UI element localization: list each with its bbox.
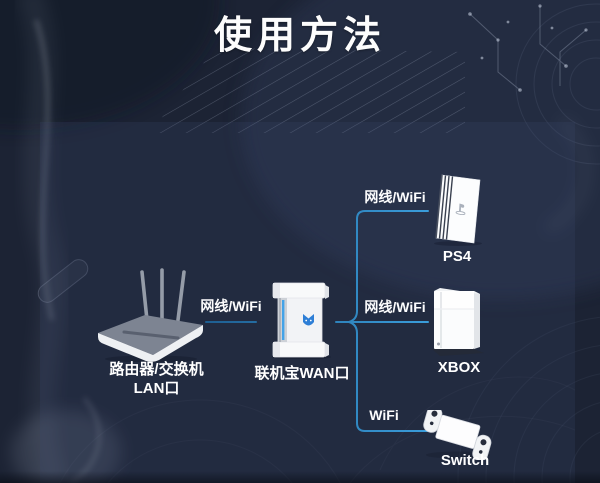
lianjibao-icon bbox=[272, 282, 331, 359]
page-title: 使用方法 bbox=[213, 15, 386, 57]
router-label-line1: 路由器/交换机 bbox=[109, 361, 204, 378]
switch-label-text: Switch bbox=[440, 452, 490, 469]
connection-label-router-to-hub: 网线/WiFi bbox=[200, 298, 262, 314]
hub-label-text: 联机宝WAN口 bbox=[254, 365, 350, 382]
router-icon bbox=[98, 268, 203, 362]
ps4-label: PS4 bbox=[428, 247, 486, 266]
xbox-device bbox=[426, 287, 492, 357]
router-label-line2: LAN口 bbox=[133, 380, 180, 397]
xbox-label: XBOX bbox=[420, 358, 498, 377]
xbox-icon bbox=[432, 288, 484, 356]
ps4-icon bbox=[434, 174, 482, 246]
connection-label-hub-to-switch: WiFi bbox=[369, 407, 399, 423]
router-device bbox=[96, 266, 206, 362]
xbox-label-text: XBOX bbox=[437, 359, 481, 376]
connection-label-hub-to-xbox: 网线/WiFi bbox=[364, 299, 426, 315]
switch-label: Switch bbox=[427, 451, 503, 470]
ps4-device bbox=[428, 172, 486, 246]
hub-label: 联机宝WAN口 bbox=[243, 364, 361, 383]
connection-label-hub-to-ps4: 网线/WiFi bbox=[364, 189, 426, 205]
lianjibao-wan-device bbox=[270, 281, 334, 359]
ps4-label-text: PS4 bbox=[442, 248, 472, 265]
router-label: 路由器/交换机 LAN口 bbox=[84, 360, 229, 398]
